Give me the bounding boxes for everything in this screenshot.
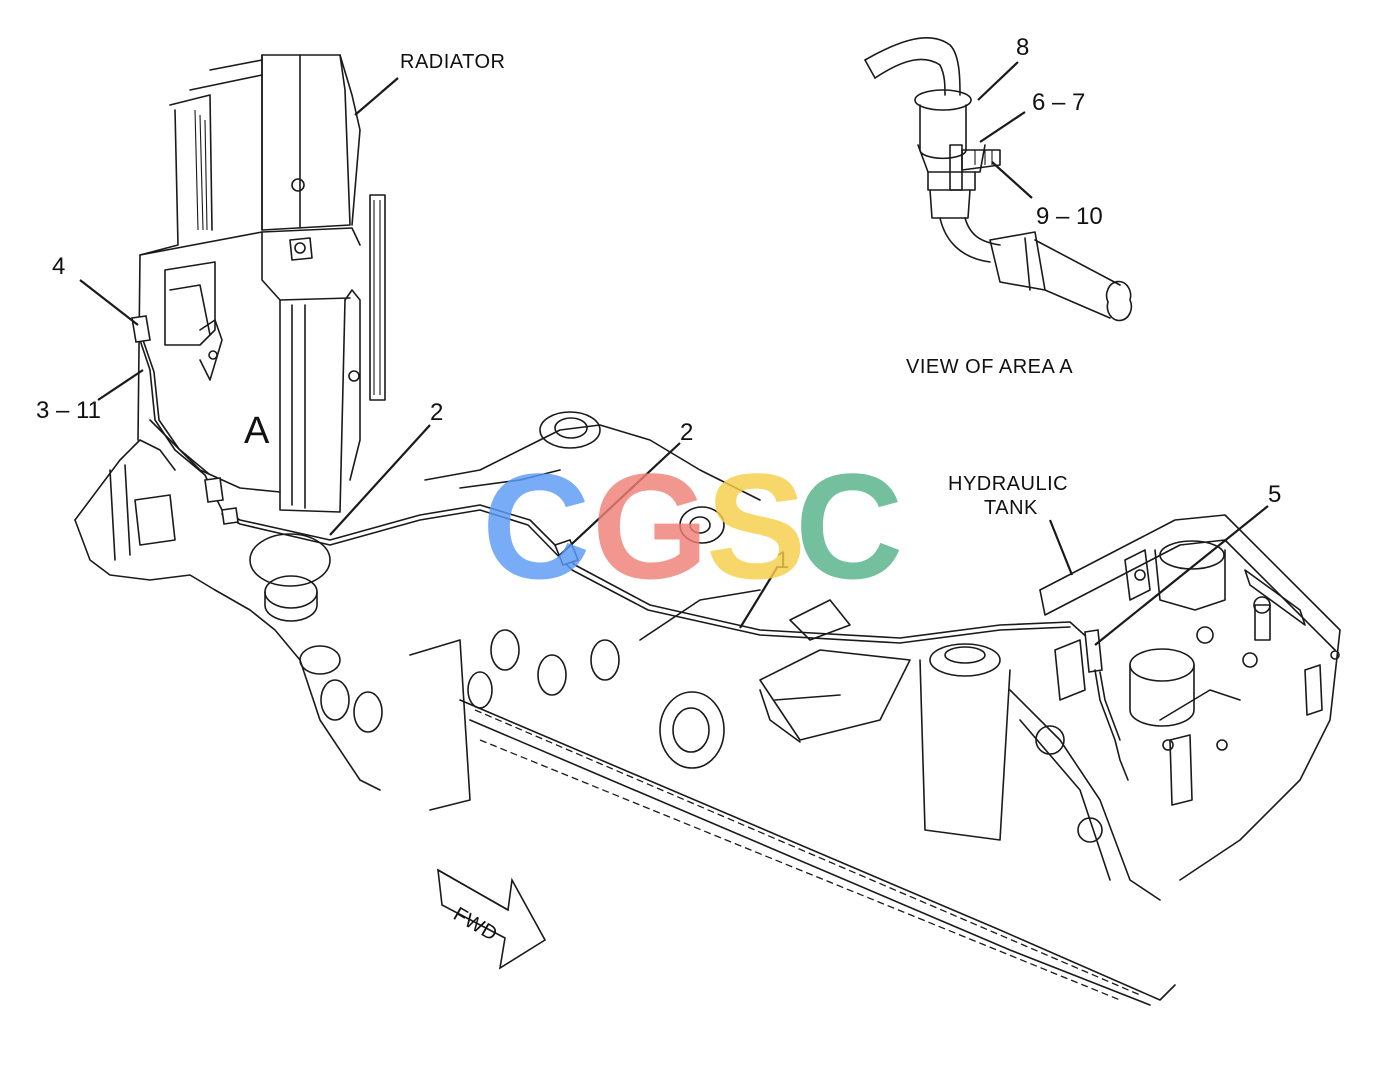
view-area-label: VIEW OF AREA A <box>906 356 1073 378</box>
hydraulic-label: HYDRAULIC <box>948 473 1068 495</box>
inset-detail <box>864 37 1133 322</box>
fwd-arrow: FWD <box>437 868 547 970</box>
watermark-letter-g: G <box>592 442 709 610</box>
callout-2-right: 2 <box>680 419 693 446</box>
radiator-assembly <box>137 54 386 513</box>
watermark-letter-c1: C <box>482 442 590 610</box>
callout-5: 5 <box>1268 481 1281 508</box>
radiator-label: RADIATOR <box>400 51 506 73</box>
callout-1: 1 <box>776 547 789 574</box>
callout-6-7: 6 – 7 <box>1032 89 1085 116</box>
frame-assembly <box>74 411 1176 1006</box>
leader-lines <box>79 61 1269 646</box>
hose-line <box>131 315 1129 781</box>
callout-9-10: 9 – 10 <box>1036 203 1103 230</box>
watermark-letter-s: S <box>706 442 806 610</box>
watermark-logo: C G S C <box>482 442 903 610</box>
callout-3-11: 3 – 11 <box>36 397 101 424</box>
tank-label: TANK <box>984 497 1038 519</box>
watermark-letter-c2: C <box>795 442 903 610</box>
hydraulic-tank <box>1039 514 1341 881</box>
area-a-letter: A <box>244 410 270 452</box>
callout-4: 4 <box>52 253 65 280</box>
callout-8: 8 <box>1016 34 1029 61</box>
callout-2-left: 2 <box>430 399 443 426</box>
